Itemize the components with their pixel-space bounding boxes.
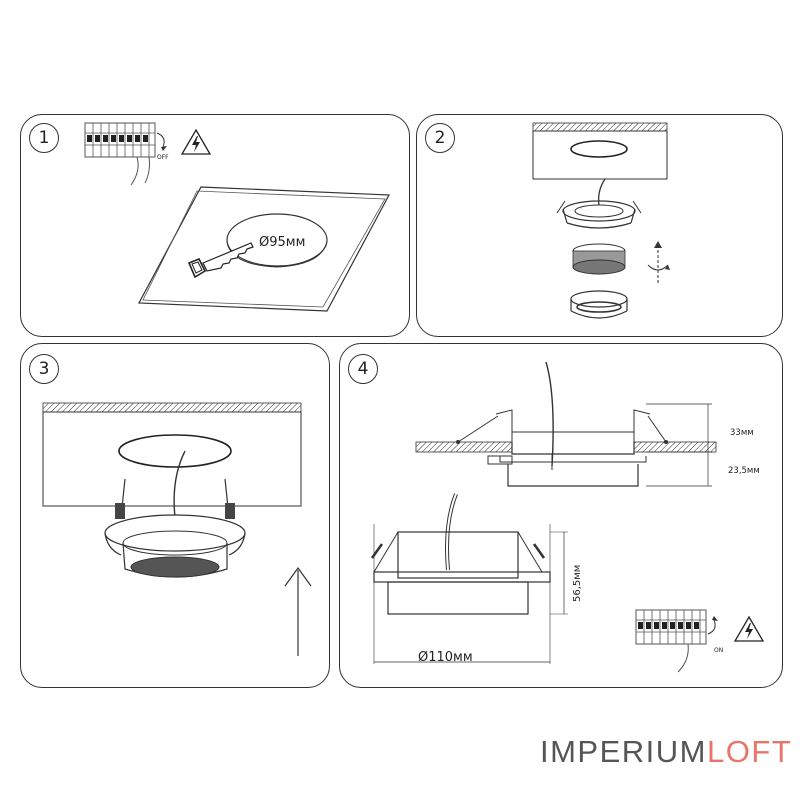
dim-height-top-label: 33мм — [730, 428, 754, 438]
dim-diameter-label: Ø110мм — [418, 650, 473, 665]
brand-part-1: IMPERIUM — [540, 734, 707, 769]
step-4-number: 4 — [348, 354, 378, 384]
step-4-panel: 4 33мм 23,5мм — [339, 343, 783, 688]
step-1-panel: 1 OFF Ø95мм — [20, 114, 410, 337]
svg-text:23,5мм: 23,5мм — [728, 466, 760, 476]
arrow-up-icon — [284, 566, 312, 656]
high-voltage-icon — [180, 128, 212, 155]
dim-height-total-label: 56,5мм — [572, 565, 583, 602]
high-voltage-icon — [733, 615, 765, 642]
svg-text:OFF: OFF — [157, 154, 169, 161]
breaker-icon — [84, 122, 167, 186]
step-3-diagram — [42, 402, 302, 578]
ceiling-board — [138, 186, 390, 312]
step-2-number: 2 — [425, 123, 455, 153]
svg-text:Ø95мм: Ø95мм — [259, 235, 305, 250]
step-1-diameter-label: Ø95мм — [259, 235, 305, 250]
step-2-panel: 2 — [416, 114, 783, 337]
step-1-off-label: OFF — [157, 154, 169, 161]
installed-section — [415, 361, 717, 487]
breaker-on-icon — [635, 609, 718, 673]
step-3-number: 3 — [29, 354, 59, 384]
step-3-panel: 3 — [20, 343, 330, 688]
dim-height-bottom-label: 23,5мм — [728, 466, 760, 476]
step-2-diagram — [532, 122, 668, 319]
rotate-icon — [647, 241, 670, 285]
svg-text:56,5мм: 56,5мм — [572, 565, 583, 602]
brand-part-2: LOFT — [707, 734, 793, 769]
step-1-number: 1 — [29, 123, 59, 153]
brand-logo: IMPERIUMLOFT — [540, 734, 792, 770]
svg-text:33мм: 33мм — [730, 428, 754, 438]
svg-text:ON: ON — [714, 647, 723, 654]
svg-text:Ø110мм: Ø110мм — [418, 650, 473, 665]
fixture-side-view — [370, 493, 568, 664]
saw-icon — [187, 242, 254, 279]
step-4-on-label: ON — [714, 647, 723, 654]
